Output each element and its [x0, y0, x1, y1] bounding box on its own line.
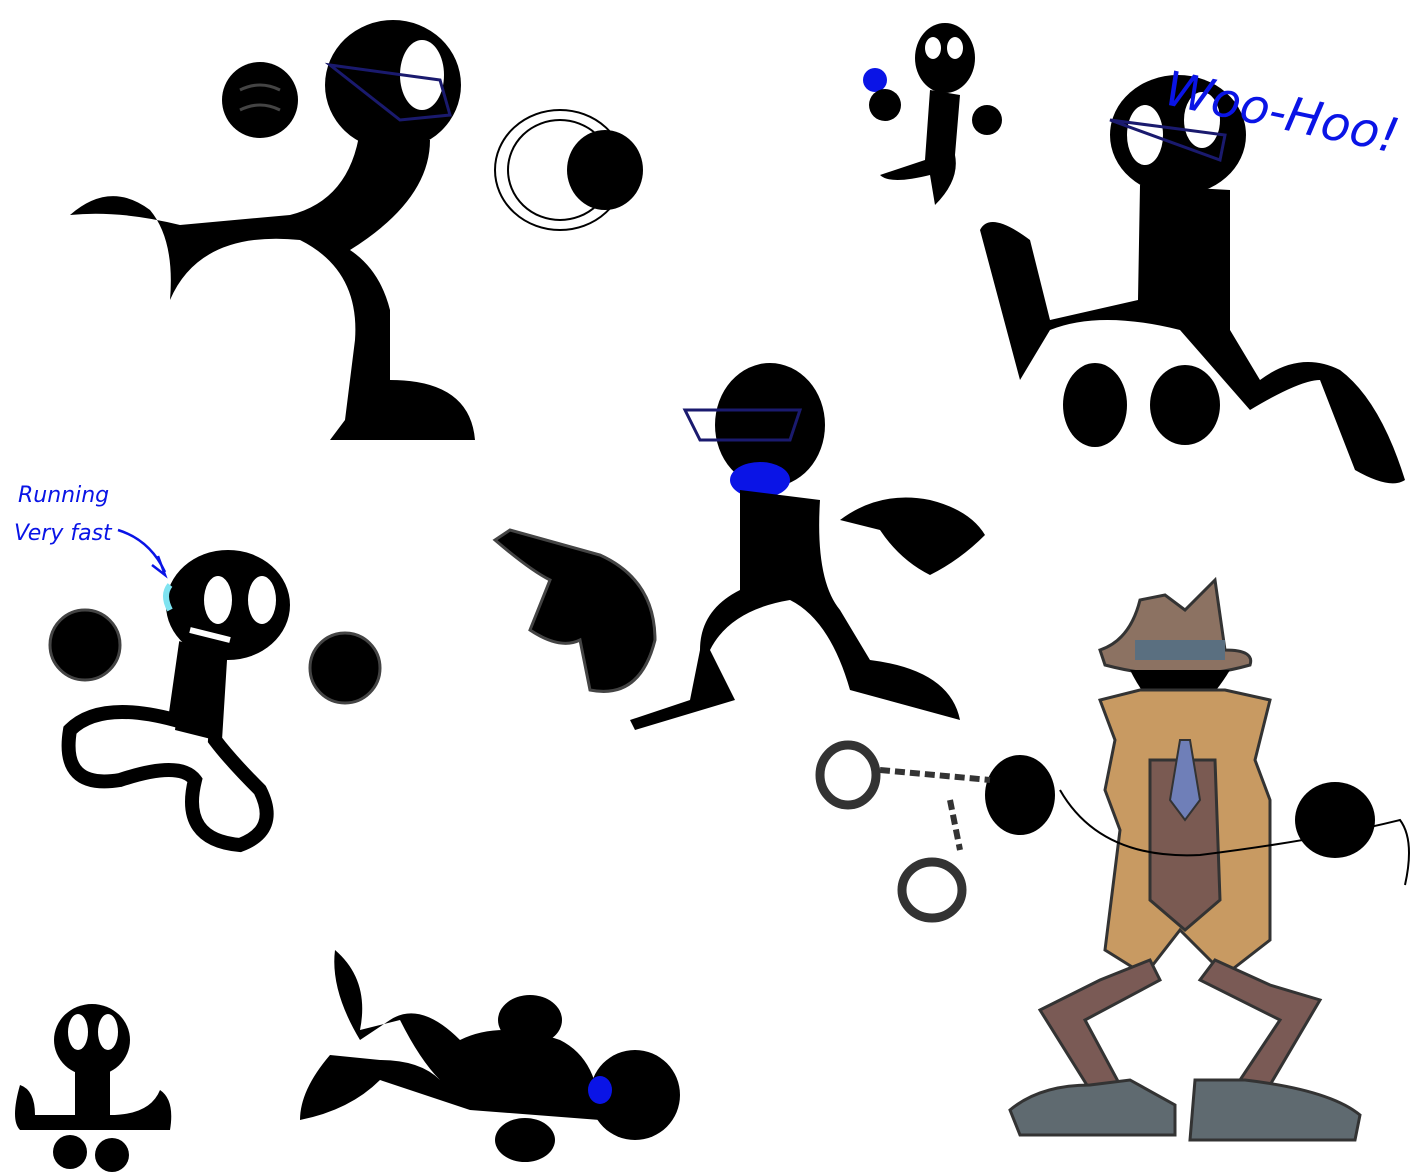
running-label-line2: Very fast: [14, 521, 113, 546]
character-detective: [985, 576, 1410, 1142]
arrow-icon: [117, 528, 168, 579]
character-kicking: [70, 20, 643, 440]
running-label-line1: Running: [18, 483, 109, 508]
character-laughing-pointing: [492, 363, 985, 730]
character-running: Running Very fast: [14, 483, 382, 853]
handcuffs-icon: [815, 740, 991, 923]
character-sitting: [15, 1004, 172, 1172]
character-knocked-down: [300, 950, 680, 1162]
character-scared: [863, 23, 1002, 205]
character-woo-hoo: Woo-Hoo!: [980, 61, 1405, 484]
